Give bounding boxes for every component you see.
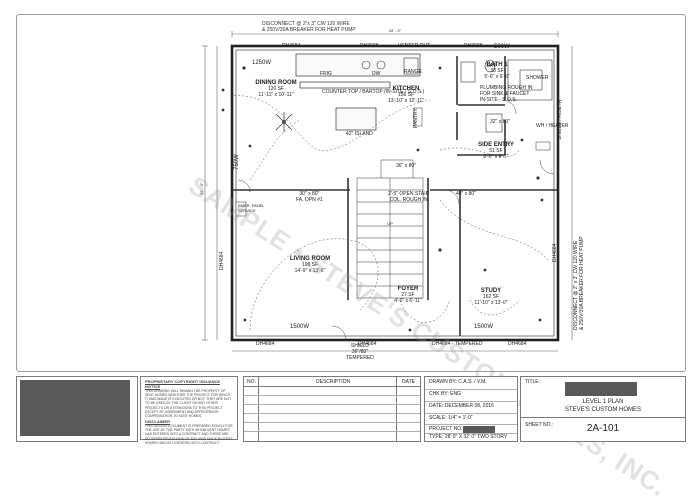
window-label: DH3028 (360, 43, 379, 49)
room-name: BATH 1 (486, 62, 508, 68)
legal-text: THIS DESIGN DOCUMENT IS PREPARED SOLELY … (145, 424, 233, 445)
room-name: SIDE ENTRY (478, 142, 514, 148)
sheet-title-1: LEVEL 1 PLAN (582, 399, 624, 405)
logo-redaction (20, 380, 130, 436)
door-note: 36" x 80" (396, 163, 416, 169)
heater-label: 1250W (252, 60, 272, 66)
rev-desc-header: DESCRIPTION (316, 379, 351, 385)
project-no-redaction (463, 426, 495, 433)
room-living: LIVING ROOM 198 SF 14'-9" x 13'-6" (288, 256, 332, 274)
room-area: 120 SF (267, 85, 285, 92)
door-note: 48" x 80" (456, 191, 476, 197)
room-size: 14'-9" x 13'-6" (294, 267, 326, 274)
floor-plan: 28' - 0" 32' - 0" (199, 28, 573, 352)
room-name: FOYER (397, 286, 419, 292)
window-label: DH4684 (219, 251, 225, 270)
emer-note: EMER. PANEL SERVICE (238, 203, 265, 213)
sheet-title-2: STEVE'S CUSTOM HOMES (564, 407, 642, 413)
type: TYPE: 28' 0" X 32' 0" TWO STORY (429, 434, 508, 440)
sheet-no-label: SHEET NO.: (525, 422, 554, 428)
pantry-label: PANTRY (413, 108, 419, 128)
room-area: 156 SF (397, 91, 415, 98)
ceiling-fan-icon (275, 112, 293, 132)
room-name: STUDY (480, 288, 502, 294)
drawn-by: DRAWN BY: C.A.S. / V.M. (429, 379, 487, 385)
scale: SCALE: 1/4" = 1'-0" (429, 415, 473, 421)
room-size: 11'-11" x 10'-11" (258, 91, 294, 98)
window-label: DH4684 (358, 341, 377, 347)
counter-note: COUNTER TOP / BARTOP (IN-SITE - S.O.S.) (322, 89, 425, 95)
room-kitchen: KITCHEN 156 SF 13'-10" x 12'-11" (384, 86, 428, 104)
window-label: DH4684 (256, 341, 275, 347)
issue-date: DATE: DECEMBER 08, 2016 (429, 403, 494, 409)
shower-label: SHOWER (526, 75, 549, 81)
room-area: 33 SF (490, 67, 504, 74)
stair (356, 159, 424, 299)
legal-heading: PROPRIETARY COPYRIGHT ISSUANCE NOTICE (145, 379, 221, 389)
room-size: 5'-0" x 6'-6" (484, 73, 510, 80)
drawing-sheet: 28' - 0" 32' - 0" (16, 14, 686, 503)
room-area: 162 SF (482, 293, 500, 300)
drawing-info: DRAWN BY: C.A.S. / V.M. CHK BY: ENG DATE… (424, 376, 518, 442)
room-name: DINING ROOM (255, 80, 297, 86)
legal-text: THIS DRAWING WILL REMAIN THE PROPERTY OF… (145, 389, 232, 418)
window-label: VENTED OUT (398, 43, 431, 49)
checked-by: CHK BY: ENG (429, 391, 461, 397)
title-redaction (565, 382, 637, 396)
door-note: 32" x 80" (490, 119, 510, 125)
heater-label: 500W (494, 44, 510, 50)
dw-label: DW (372, 71, 381, 77)
room-area: 51 SF (489, 147, 503, 154)
dim-top: 28' - 0" (389, 28, 402, 33)
lav-label: LAV (487, 63, 497, 69)
island-note: 42" ISLAND (346, 131, 373, 137)
window-label: DH4684 (552, 243, 558, 262)
top-note: DISCONNECT @ 2"x 3" CW 120 WIRE & 250V/3… (262, 21, 356, 33)
drawing-frame (16, 14, 686, 372)
dim-left: 32' - 0" (199, 182, 204, 195)
room-study: STUDY 162 SF 11'-10" x 13'-0" (470, 288, 512, 306)
right-note: DISCONNECT @ 2" x 3" CW 120 WIRE & 250V/… (573, 236, 585, 330)
plumbing-note: PLUMBING ROUGH IN FOR SINK & FAUCET IN-S… (480, 85, 533, 103)
room-area: 27 SF (401, 291, 415, 298)
room-name: LIVING ROOM (289, 256, 331, 262)
fridge-label: FRIG (320, 71, 332, 77)
room-dining: DINING ROOM 120 SF 11'-11" x 10'-11" (254, 80, 298, 98)
room-foyer: FOYER 27 SF 4'-0" x 6'-11" (390, 286, 426, 304)
wh-label: WH / HEATER (536, 123, 569, 129)
range-label: RANGE (404, 69, 422, 75)
room-name: KITCHEN (392, 86, 420, 92)
title-panel: TITLE: LEVEL 1 PLAN STEVE'S CUSTOM HOMES… (520, 376, 686, 442)
heater-label: 750W (234, 154, 240, 170)
room-side-entry: SIDE ENTRY 51 SF 8'-0" x 6'-7" (474, 142, 518, 160)
legal-notes: PROPRIETARY COPYRIGHT ISSUANCE NOTICE TH… (140, 376, 238, 445)
opening-note: 30" x 80" FA. OPN #1 (296, 191, 323, 203)
rev-no-header: NO. (247, 379, 256, 385)
logo-block (16, 376, 138, 442)
rev-date-header: DATE (402, 379, 415, 385)
side-note: SHIELD / RISE IN (557, 99, 563, 140)
entry-note: SHIELD 36"/80" TEMPERED (346, 343, 374, 361)
room-size: 8'-0" x 6'-7" (483, 153, 509, 160)
heater-label: 1500W (290, 324, 310, 330)
room-size: 11'-10" x 13'-0" (474, 299, 508, 306)
window-label: DH4684 (508, 341, 527, 347)
room-size: 4'-0" x 6'-11" (394, 297, 422, 304)
room-area: 198 SF (301, 261, 319, 268)
room-size: 13'-10" x 12'-11" (388, 97, 424, 104)
window-label: DH4684 - TEMPERED (432, 341, 483, 347)
legal-heading: DISCLAIMER (145, 418, 170, 424)
window-label: DH4684 (282, 43, 301, 49)
heater-label: 1500W (474, 324, 494, 330)
stair-label: UP (387, 221, 393, 226)
revision-table: NO. DESCRIPTION DATE (243, 376, 421, 442)
sheet-number: 2A-101 (586, 423, 620, 434)
window-label: DH3028 (464, 43, 483, 49)
title-label: TITLE: (525, 379, 541, 385)
project-no: PROJECT NO.: (429, 426, 464, 432)
room-bath: BATH 1 33 SF 5'-0" x 6'-6" (480, 62, 514, 80)
open-stair-note: 2'-5" OPEN STAIR COL. ROUGH IN (388, 191, 430, 203)
